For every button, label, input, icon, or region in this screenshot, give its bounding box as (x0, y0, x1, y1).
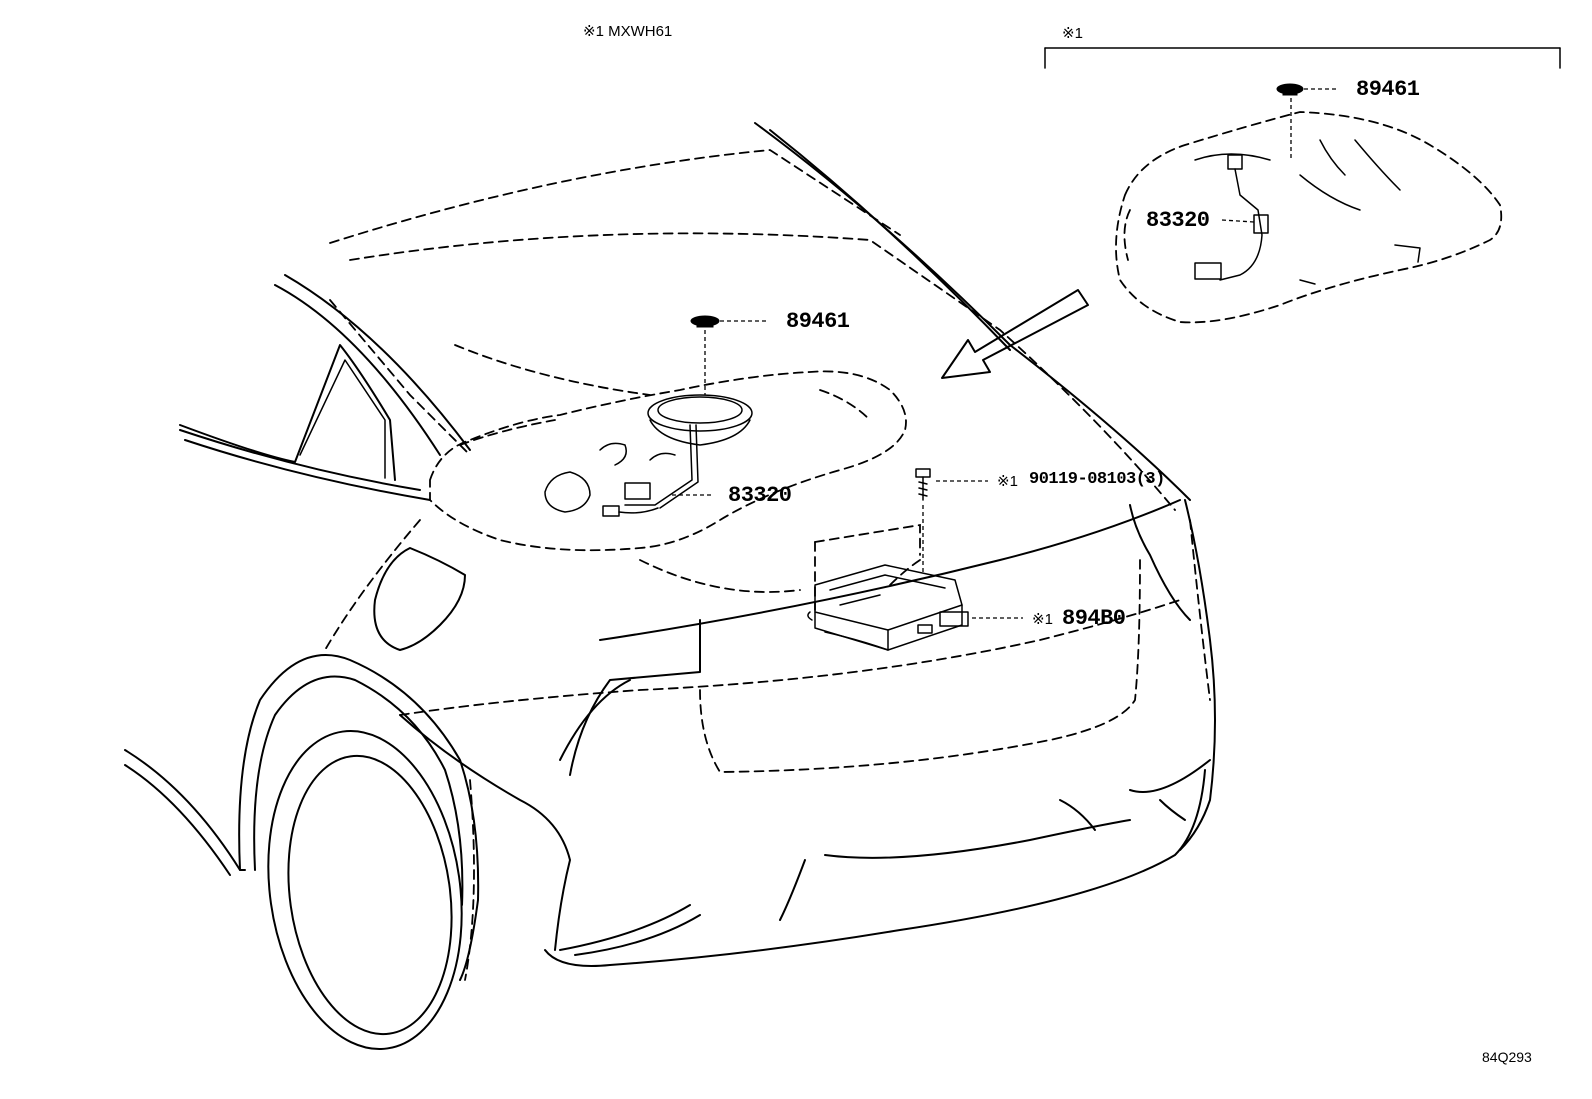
part-label-bolt[interactable]: 90119-08103(3) (1029, 470, 1165, 489)
inset-note: ※1 (1062, 25, 1083, 42)
vehicle-body-outline (124, 122, 1216, 1050)
bolt-icon (915, 468, 988, 575)
model-note: ※1 MXWH61 (583, 23, 673, 40)
part-label-83320-main[interactable]: 83320 (728, 483, 792, 508)
part-label-894b0[interactable]: 894B0 (1062, 606, 1126, 631)
controller-note: ※1 (1032, 611, 1053, 628)
diagram-id: 84Q293 (1482, 1049, 1532, 1065)
fuel-tank-main (429, 370, 907, 552)
inset-bracket (1044, 47, 1561, 69)
sender-gauge-cap-main (690, 315, 768, 395)
fuel-tank-inset (1115, 83, 1503, 324)
bolt-note: ※1 (997, 473, 1018, 490)
part-label-89461-main[interactable]: 89461 (786, 309, 850, 334)
part-label-83320-inset[interactable]: 83320 (1146, 208, 1210, 233)
direction-arrow-icon (941, 289, 1089, 379)
part-label-89461-inset[interactable]: 89461 (1356, 77, 1420, 102)
controller-module (807, 523, 1023, 651)
